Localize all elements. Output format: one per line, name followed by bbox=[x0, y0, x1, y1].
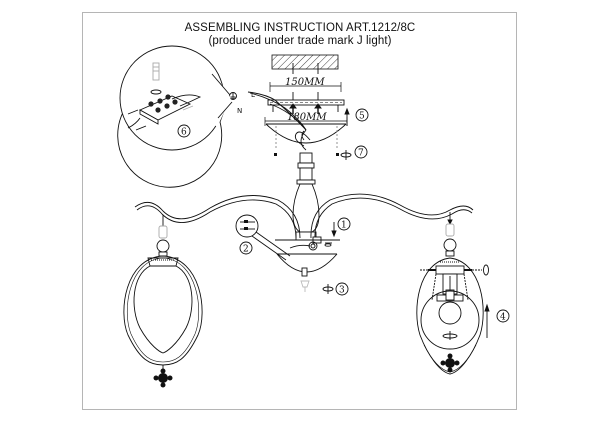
page-border bbox=[82, 12, 517, 410]
left-shade bbox=[123, 215, 203, 388]
terminal-block-callout: 6 bbox=[117, 45, 233, 188]
wire-label-l: L bbox=[251, 91, 255, 99]
wire-connector-callout: 2 bbox=[235, 214, 291, 261]
dimension-180-label: 180MM bbox=[287, 112, 327, 123]
dimension-150-label: 150MM bbox=[285, 77, 325, 88]
left-finial-cross-icon bbox=[153, 368, 173, 388]
mounting-plate bbox=[267, 92, 345, 114]
right-finial-cross-icon bbox=[440, 353, 460, 373]
canopy bbox=[265, 123, 347, 156]
ground-icon bbox=[229, 92, 237, 100]
step-5-marker: 5 bbox=[344, 107, 369, 126]
document-title: ASSEMBLING INSTRUCTION ART.1212/8C (prod… bbox=[0, 22, 600, 48]
step-4-label: 4 bbox=[500, 313, 506, 323]
supply-wires: L N bbox=[229, 91, 311, 151]
wire-label-n: N bbox=[237, 107, 242, 115]
step-6-label: 6 bbox=[181, 128, 187, 138]
step-2-label: 2 bbox=[243, 245, 249, 255]
right-shade bbox=[416, 212, 489, 375]
step-7-label: 7 bbox=[358, 149, 364, 159]
lower-bowl bbox=[275, 239, 340, 277]
title-line-2: (produced under trade mark J light) bbox=[208, 35, 392, 47]
step-3-label: 3 bbox=[339, 286, 345, 296]
step-1-label: 1 bbox=[341, 221, 347, 231]
dimension-180mm: 180MM bbox=[264, 112, 348, 126]
title-line-1: ASSEMBLING INSTRUCTION ART.1212/8C bbox=[184, 22, 416, 34]
ceiling bbox=[271, 54, 339, 74]
step-5-label: 5 bbox=[359, 112, 365, 122]
step-3-marker: 3 bbox=[300, 280, 349, 296]
step-4-marker: 4 bbox=[484, 303, 510, 338]
dimension-150mm: 150MM bbox=[269, 77, 342, 92]
lamp-body bbox=[292, 130, 320, 241]
left-arm bbox=[134, 195, 301, 239]
step-7-marker: 7 bbox=[340, 145, 368, 160]
step-1-marker: 1 bbox=[331, 217, 351, 238]
